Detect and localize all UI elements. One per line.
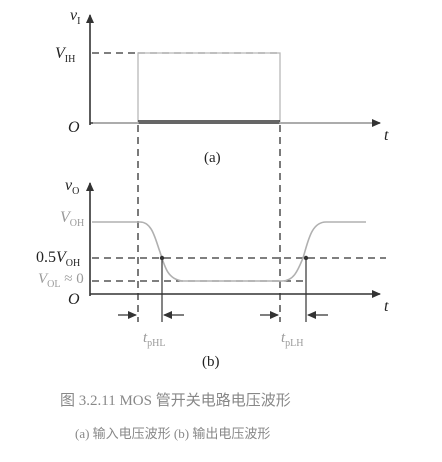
panel-a-origin: O — [68, 119, 80, 136]
panel-b: vO VOH 0.5VOH VOL ≈ 0 O t tpHL tpLH (b) — [36, 177, 389, 370]
panel-a-t-label: t — [384, 127, 389, 144]
output-waveform — [92, 221, 366, 282]
figure-caption-subtitle: (a) 输入电压波形 (b) 输出电压波形 — [75, 426, 270, 441]
panel-b-origin: O — [68, 291, 80, 308]
panel-b-caption: (b) — [202, 354, 220, 370]
half-voh-label: 0.5VOH — [36, 249, 80, 269]
vol-label: VOL ≈ 0 — [38, 271, 84, 290]
panel-a-caption: (a) — [204, 150, 221, 166]
voh-label: VOH — [60, 209, 84, 229]
tphl-label: tpHL — [143, 330, 166, 349]
tplh-label: tpLH — [281, 330, 304, 349]
vih-label: VIH — [55, 45, 75, 65]
figure-caption-title: 图 3.2.11 MOS 管开关电路电压波形 — [60, 392, 291, 409]
panel-a-y-label: vI — [70, 7, 80, 27]
panel-b-y-label: vO — [65, 177, 79, 197]
panel-b-t-label: t — [384, 298, 389, 315]
panel-a: vI VIH O t (a) — [55, 7, 389, 166]
input-pulse — [93, 52, 372, 124]
